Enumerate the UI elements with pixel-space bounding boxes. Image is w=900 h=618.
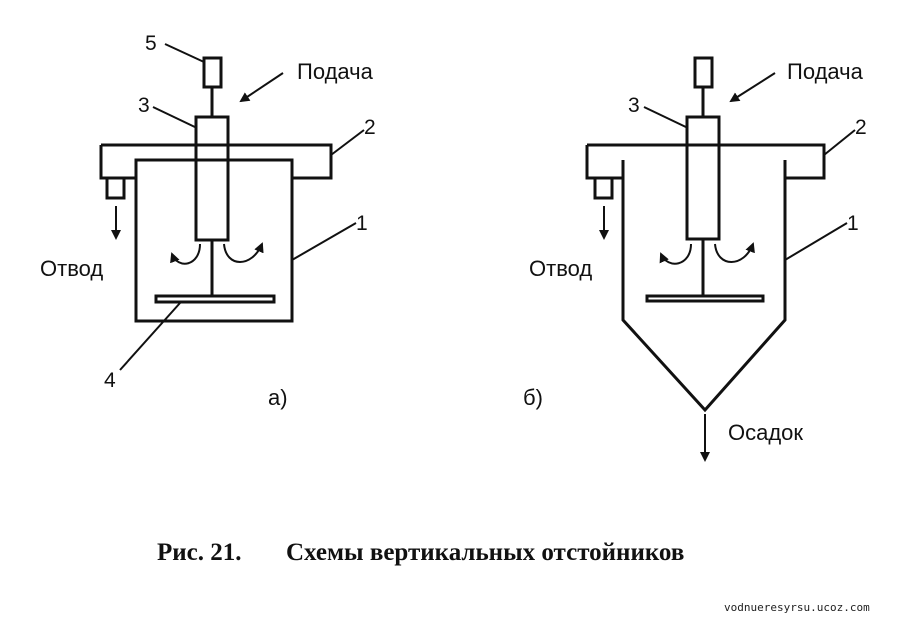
feed-arrow-b <box>729 72 776 103</box>
central-pipe-b <box>685 115 721 241</box>
number-1-b: 1 <box>847 212 859 235</box>
variant-label-b: б) <box>523 385 543 410</box>
flow-arrow-right-b <box>714 242 755 263</box>
reflector-plate-b <box>645 294 765 303</box>
reflector-plate-a <box>154 294 276 304</box>
leader-2-a <box>330 129 365 156</box>
caption-title: Схемы вертикальных отстойников <box>286 539 684 566</box>
leader-1-b <box>784 222 848 261</box>
motor-b <box>693 56 714 89</box>
figure-caption: Рис. 21. Схемы вертикальных отстойников <box>157 539 684 566</box>
motor-a <box>202 56 223 89</box>
leader-4-a <box>119 302 181 371</box>
leader-3-b <box>643 106 689 129</box>
outlet-label-b: Отвод <box>529 256 592 281</box>
diagram-b: Подача Отвод Осадок 3 2 1 б) <box>523 56 867 462</box>
leader-2-b <box>823 129 856 156</box>
central-pipe-a <box>194 115 230 242</box>
number-1-a: 1 <box>356 212 368 235</box>
feed-label-a: Подача <box>297 59 374 84</box>
flow-arrow-right-a <box>223 242 264 263</box>
number-2-b: 2 <box>855 116 867 139</box>
tank-b <box>621 160 787 413</box>
diagram-a: Подача Отвод 5 3 2 1 4 а) <box>40 32 376 410</box>
number-3-a: 3 <box>138 94 150 117</box>
feed-label-b: Подача <box>787 59 864 84</box>
number-3-b: 3 <box>628 94 640 117</box>
feed-arrow-a <box>239 72 284 103</box>
caption-figure-number: Рис. 21. <box>157 539 242 566</box>
leader-1-a <box>291 222 357 261</box>
flow-arrow-left-b <box>659 243 692 265</box>
number-4-a: 4 <box>104 369 116 392</box>
outlet-spout-b <box>593 178 614 200</box>
tank-a <box>134 158 294 323</box>
number-2-a: 2 <box>364 116 376 139</box>
sediment-label-b: Осадок <box>728 420 803 445</box>
outlet-label-a: Отвод <box>40 256 103 281</box>
watermark: vodnueresyrsu.ucoz.com <box>724 601 870 614</box>
leader-5-a <box>164 43 205 63</box>
number-5-a: 5 <box>145 32 157 55</box>
flow-arrow-left-a <box>170 243 201 265</box>
outlet-spout-a <box>105 178 126 200</box>
leader-3-a <box>152 106 198 129</box>
variant-label-a: а) <box>268 385 288 410</box>
